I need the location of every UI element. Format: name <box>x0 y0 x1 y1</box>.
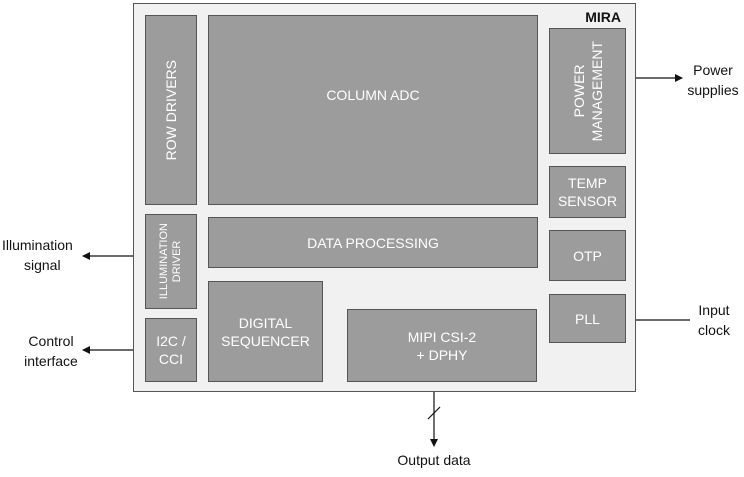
power-management-block: POWER MANAGEMENT <box>549 28 626 154</box>
illumination-signal-label: Illumination signal <box>2 235 86 275</box>
pll-block: PLL <box>549 294 626 343</box>
row-drivers-label: ROW DRIVERS <box>163 59 179 161</box>
i2c-cci-label: I2C / CCI <box>156 332 186 368</box>
illumination-signal-line-1: Illumination <box>2 237 73 253</box>
control-interface-line-2: interface <box>24 353 78 369</box>
temp-sensor-line-1: TEMP <box>568 175 607 191</box>
i2c-cci-line-1: I2C / <box>156 333 186 349</box>
power-supplies-label: Power supplies <box>680 60 744 100</box>
digital-sequencer-label: DIGITAL SEQUENCER <box>221 314 310 350</box>
otp-label: OTP <box>573 247 602 264</box>
mipi-line-1: MIPI CSI-2 <box>407 328 477 345</box>
mipi-line-2: + DPHY <box>416 346 468 363</box>
illumination-driver-label: ILLUMINATION DRIVER <box>158 223 184 299</box>
input-clock-label: Input clock <box>688 300 740 340</box>
power-supplies-line-2: supplies <box>687 82 739 98</box>
digital-sequencer-line-2: SEQUENCER <box>221 332 310 349</box>
control-interface-label: Control interface <box>16 331 86 371</box>
temp-sensor-line-2: SENSOR <box>557 193 618 209</box>
input-clock-line-2: clock <box>698 322 730 338</box>
row-drivers-block: ROW DRIVERS <box>145 15 197 205</box>
data-processing-label: DATA PROCESSING <box>307 234 439 251</box>
illumination-driver-line-1: ILLUMINATION <box>158 223 170 300</box>
illumination-signal-line-2: signal <box>24 257 61 273</box>
digital-sequencer-line-1: DIGITAL <box>238 314 293 331</box>
pll-label: PLL <box>575 310 600 327</box>
power-management-line-2: MANAGEMENT <box>588 40 605 142</box>
power-supplies-line-1: Power <box>693 62 733 78</box>
control-interface-line-1: Control <box>28 333 74 349</box>
input-clock-line-1: Input <box>698 302 730 318</box>
temp-sensor-block: TEMP SENSOR <box>549 166 626 218</box>
temp-sensor-label: TEMP SENSOR <box>558 174 617 210</box>
illumination-driver-line-2: DRIVER <box>171 240 183 283</box>
power-management-label: POWER MANAGEMENT <box>570 41 606 141</box>
column-adc-block: COLUMN ADC <box>208 15 538 205</box>
mipi-label: MIPI CSI-2 + DPHY <box>408 328 476 364</box>
illumination-driver-block: ILLUMINATION DRIVER <box>145 214 197 309</box>
data-processing-block: DATA PROCESSING <box>208 217 538 268</box>
bus-slash <box>427 406 441 420</box>
output-data-label: Output data <box>397 452 471 468</box>
chip-title: MIRA <box>585 9 621 25</box>
column-adc-label: COLUMN ADC <box>326 87 420 103</box>
i2c-cci-line-2: CCI <box>158 351 184 367</box>
digital-sequencer-block: DIGITAL SEQUENCER <box>208 281 323 382</box>
mipi-csi2-dphy-block: MIPI CSI-2 + DPHY <box>347 309 537 382</box>
i2c-cci-block: I2C / CCI <box>145 318 197 382</box>
power-management-line-1: POWER <box>570 64 587 118</box>
otp-block: OTP <box>549 230 626 281</box>
